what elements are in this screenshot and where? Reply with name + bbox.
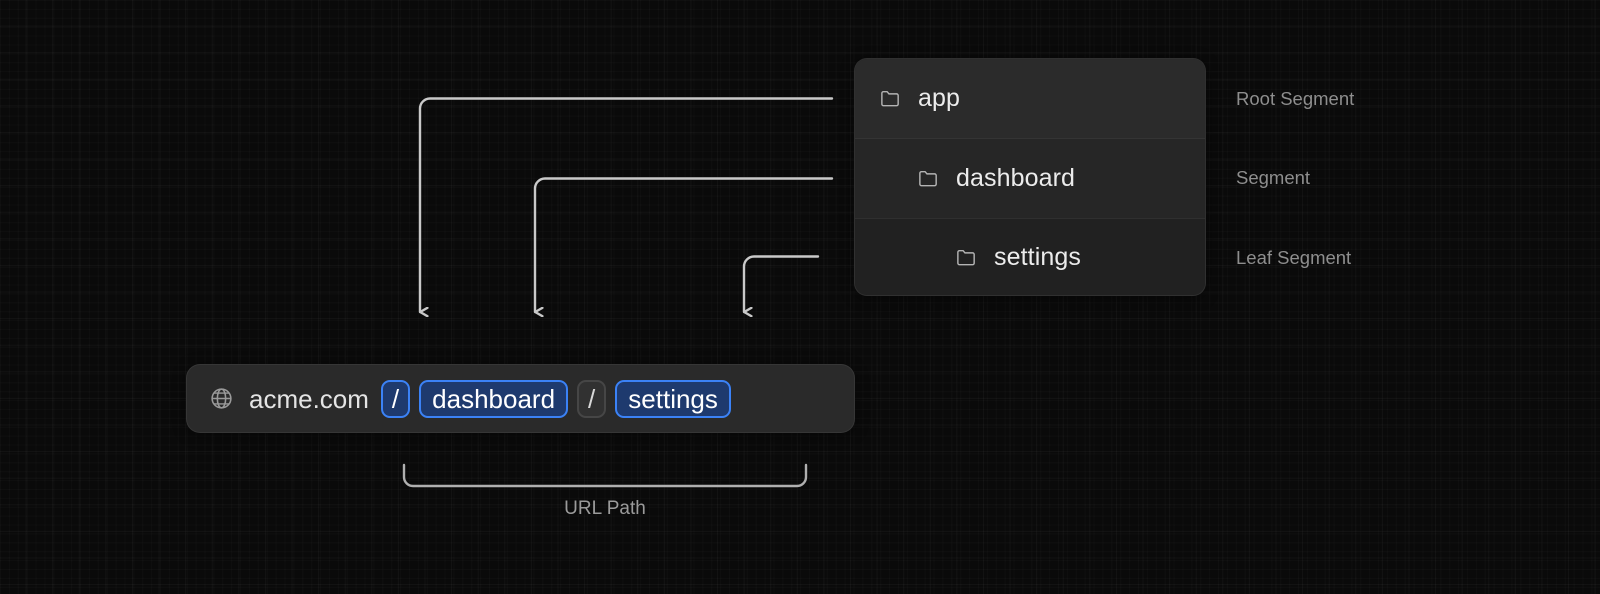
folder-icon — [881, 91, 899, 107]
tree-row-label: dashboard — [956, 163, 1076, 192]
tree-row-label: settings — [994, 243, 1081, 272]
tree-row-dashboard[interactable]: dashboard — [855, 138, 1205, 218]
url-separator-1[interactable]: / — [380, 379, 411, 418]
url-host: acme.com — [249, 383, 369, 414]
url-bar[interactable]: acme.com / dashboard / settings — [186, 364, 855, 433]
tree-row-settings[interactable]: settings — [855, 217, 1205, 295]
url-segment-settings[interactable]: settings — [615, 379, 731, 418]
tree-row-app[interactable]: app — [855, 59, 1205, 139]
connector-app — [418, 97, 834, 313]
annotation-leaf-segment: Leaf Segment — [1236, 247, 1352, 268]
folder-tree-card: app dashboard settings — [854, 58, 1206, 296]
url-path-brace — [402, 463, 808, 488]
globe-icon — [211, 388, 232, 409]
url-segment-dashboard[interactable]: dashboard — [419, 379, 569, 418]
folder-icon — [919, 170, 937, 187]
url-separator-2[interactable]: / — [577, 379, 607, 418]
annotation-segment: Segment — [1236, 167, 1311, 188]
folder-icon — [957, 250, 975, 266]
url-path-caption: URL Path — [564, 498, 646, 519]
connector-settings — [742, 255, 820, 313]
tree-row-label: app — [918, 84, 961, 113]
annotation-root-segment: Root Segment — [1236, 88, 1355, 109]
connector-dashboard — [533, 177, 834, 313]
